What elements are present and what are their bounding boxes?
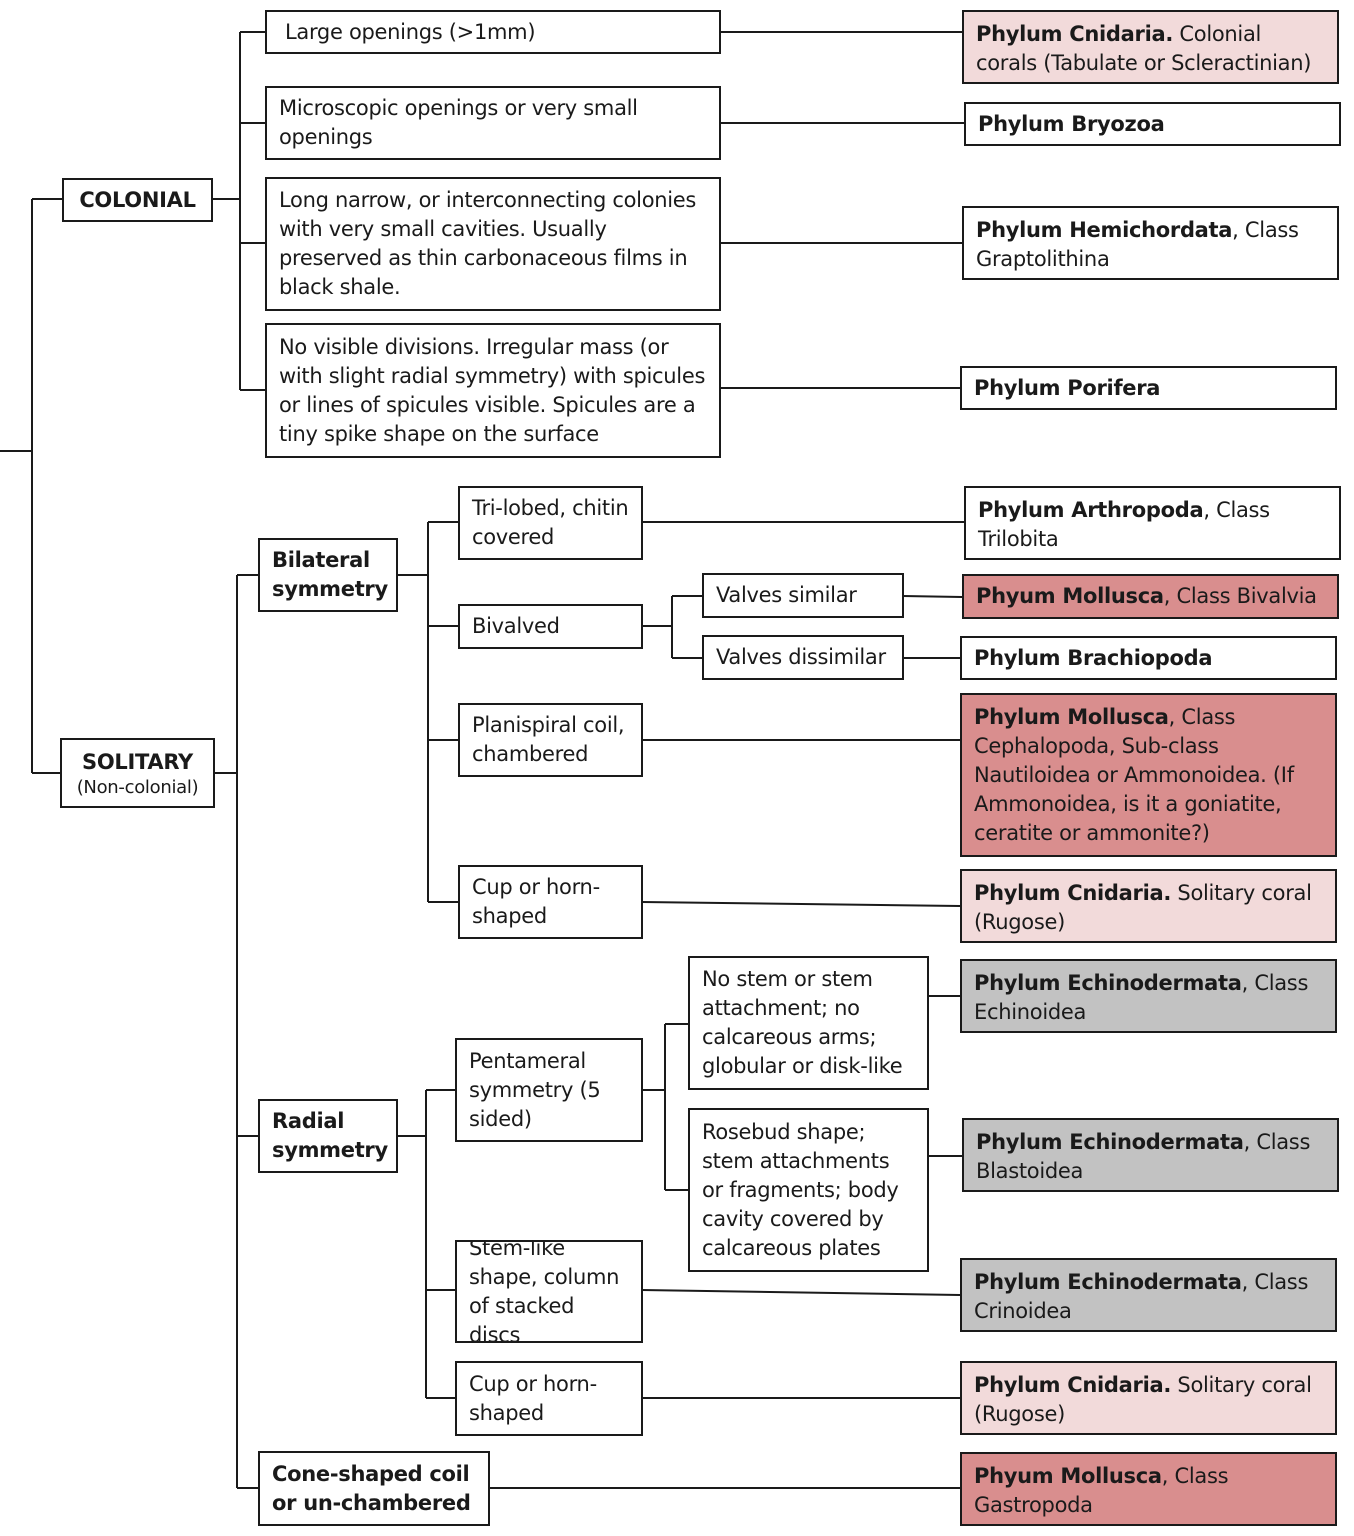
radial-connector (397, 1089, 455, 1399)
stem-like-text: Stem-like shape, column of stacked discs (469, 1240, 620, 1343)
no-divisions-text: No visible divisions. Irregular mass (or… (279, 334, 706, 446)
feature-cup-radial: Cup or horn-shaped (455, 1361, 643, 1436)
result-cephalopoda-phylum: Phylum Mollusca (974, 705, 1169, 729)
result-blastoidea-phylum: Phylum Echinodermata (976, 1130, 1244, 1154)
result-gastropoda: Phyum Mollusca, Class Gastropoda (960, 1452, 1337, 1526)
result-gastropoda-phylum: Phyum Mollusca (974, 1464, 1162, 1488)
colonial-node: COLONIAL (62, 178, 213, 222)
colonial-connector (212, 31, 265, 391)
long-narrow-text: Long narrow, or interconnecting colonies… (279, 188, 697, 299)
result-hemichordata-detail: , Class Graptolithina (976, 218, 1299, 271)
result-bryozoa: Phylum Bryozoa (964, 102, 1341, 146)
result-echinoidea-detail: , Class Echinoidea (974, 971, 1309, 1024)
solitary-node: SOLITARY (Non-colonial) (60, 738, 215, 808)
feature-valves-similar: Valves similar (702, 573, 904, 618)
result-echinoidea-phylum: Phylum Echinodermata (974, 971, 1242, 995)
result-cnidaria-colonial: Phylum Cnidaria. Colonial corals (Tabula… (962, 10, 1339, 84)
feature-planispiral: Planispiral coil, chambered (458, 703, 643, 777)
result-blastoidea-detail: , Class Blastoidea (976, 1130, 1311, 1183)
feature-trilobed: Tri-lobed, chitin covered (458, 486, 643, 560)
result-cephalopoda: Phylum Mollusca, Class Cephalopoda, Sub-… (960, 693, 1337, 857)
pentameral-text: Pentameral symmetry (5 sided) (469, 1048, 601, 1131)
result-bivalvia-detail: , Class Bivalvia (1163, 584, 1317, 608)
colonial-to-result-lines (720, 31, 964, 389)
result-rugose-radial-phylum: Phylum Cnidaria. (974, 1373, 1172, 1397)
result-arthropoda: Phylum Arthropoda, Class Trilobita (964, 486, 1341, 560)
trilobed-text: Tri-lobed, chitin covered (472, 496, 629, 549)
feature-long-narrow: Long narrow, or interconnecting colonies… (265, 177, 721, 311)
result-crinoidea-phylum: Phylum Echinodermata (974, 1270, 1242, 1294)
result-crinoidea: Phylum Echinodermata, Class Crinoidea (960, 1258, 1337, 1332)
result-rugose-bilateral: Phylum Cnidaria. Solitary coral (Rugose) (960, 869, 1337, 943)
result-rugose-radial: Phylum Cnidaria. Solitary coral (Rugose) (960, 1361, 1337, 1435)
feature-large-openings: Large openings (>1mm) (265, 10, 721, 54)
colonial-label: COLONIAL (79, 187, 196, 212)
feature-no-stem: No stem or stem attachment; no calcareou… (688, 956, 929, 1090)
radial-label: Radial symmetry (272, 1109, 388, 1162)
large-openings-text: Large openings (>1mm) (285, 19, 536, 44)
feature-no-divisions: No visible divisions. Irregular mass (or… (265, 323, 721, 458)
no-stem-text: No stem or stem attachment; no calcareou… (702, 967, 903, 1078)
cone-label: Cone-shaped coil or un-chambered (272, 1461, 471, 1515)
result-brachiopoda: Phylum Brachiopoda (960, 636, 1337, 680)
feature-valves-dissimilar: Valves dissimilar (702, 635, 904, 680)
result-porifera-phylum: Phylum Porifera (974, 376, 1161, 400)
result-rugose-bilateral-phylum: Phylum Cnidaria. (974, 881, 1172, 905)
result-hemichordata: Phylum Hemichordata, Class Graptolithina (962, 206, 1339, 280)
feature-cup-bilateral: Cup or horn-shaped (458, 865, 643, 939)
solitary-note: (Non-colonial) (76, 776, 199, 798)
bilateral-label: Bilateral symmetry (272, 548, 388, 601)
result-hemichordata-phylum: Phylum Hemichordata (976, 218, 1233, 242)
result-porifera: Phylum Porifera (960, 366, 1337, 410)
result-arthropoda-phylum: Phylum Arthropoda (978, 498, 1204, 522)
result-bivalvia: Phyum Mollusca, Class Bivalvia (962, 574, 1339, 619)
feature-bivalved: Bivalved (458, 604, 643, 649)
radial-symmetry-node: Radial symmetry (258, 1099, 398, 1173)
bilateral-symmetry-node: Bilateral symmetry (258, 538, 398, 612)
result-blastoidea: Phylum Echinodermata, Class Blastoidea (962, 1118, 1339, 1192)
result-rugose-bilateral-detail: Solitary coral (Rugose) (974, 881, 1312, 934)
result-cephalopoda-detail: , Class Cephalopoda, Sub-class Nautiloid… (974, 705, 1294, 845)
cup-bilateral-text: Cup or horn-shaped (472, 875, 600, 928)
bilateral-connector (397, 521, 458, 903)
radial-result-lines (489, 995, 962, 1489)
cone-shaped-node: Cone-shaped coil or un-chambered (258, 1451, 490, 1526)
result-bryozoa-phylum: Phylum Bryozoa (978, 112, 1165, 136)
root-connector (0, 198, 62, 774)
microscopic-openings-text: Microscopic openings or very small openi… (279, 96, 638, 149)
result-cnidaria-colonial-detail: Colonial corals (Tabulate or Scleractini… (976, 22, 1312, 75)
result-bivalvia-phylum: Phyum Mollusca (976, 584, 1164, 608)
solitary-label: SOLITARY (82, 749, 193, 774)
rosebud-text: Rosebud shape; stem attachments or fragm… (702, 1119, 899, 1260)
valves-dissimilar-text: Valves dissimilar (716, 645, 886, 669)
result-arthropoda-detail: , Class Trilobita (978, 498, 1270, 551)
planispiral-text: Planispiral coil, chambered (472, 713, 625, 766)
result-gastropoda-detail: , Class Gastropoda (974, 1464, 1229, 1517)
feature-microscopic-openings: Microscopic openings or very small openi… (265, 86, 721, 160)
bilateral-result-lines (641, 521, 964, 907)
cup-radial-text: Cup or horn-shaped (469, 1371, 597, 1425)
feature-pentameral: Pentameral symmetry (5 sided) (455, 1038, 643, 1142)
feature-rosebud: Rosebud shape; stem attachments or fragm… (688, 1108, 929, 1272)
feature-stem-like: Stem-like shape, column of stacked discs (455, 1240, 643, 1343)
result-echinoidea: Phylum Echinodermata, Class Echinoidea (960, 959, 1337, 1033)
bivalved-text: Bivalved (472, 614, 560, 638)
solitary-connector (214, 574, 258, 1489)
valves-similar-text: Valves similar (716, 583, 857, 607)
result-crinoidea-detail: , Class Crinoidea (974, 1270, 1309, 1323)
result-brachiopoda-phylum: Phylum Brachiopoda (974, 646, 1213, 670)
result-rugose-radial-detail: Solitary coral (Rugose) (974, 1373, 1312, 1426)
result-cnidaria-colonial-phylum: Phylum Cnidaria. (976, 22, 1174, 46)
